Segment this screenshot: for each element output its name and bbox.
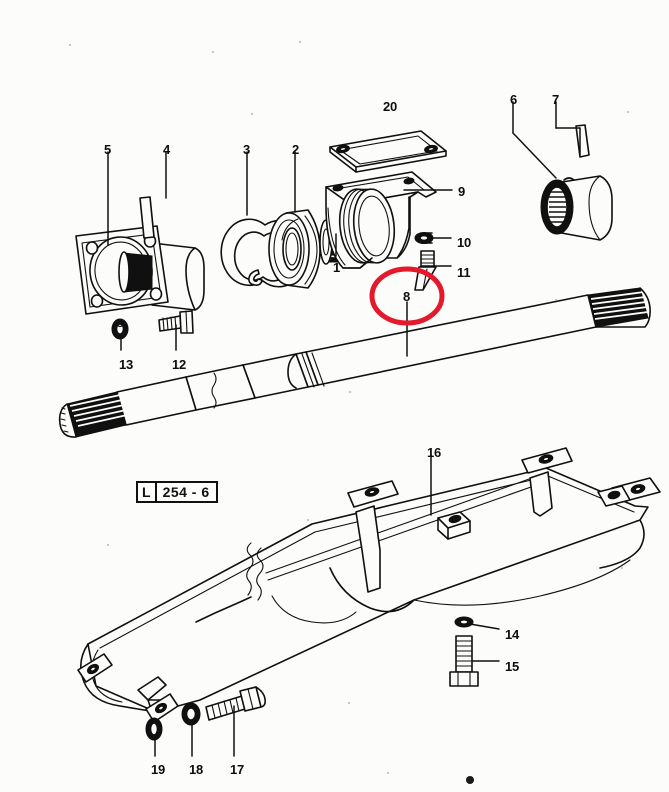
- callout-number-17: 17: [230, 762, 245, 777]
- scan-speck: [348, 390, 352, 394]
- part-17-hex-bolt: [205, 686, 266, 721]
- scan-speck: [348, 702, 350, 704]
- callout-number-3: 3: [243, 142, 251, 157]
- callout-number-15: 15: [505, 659, 520, 674]
- callout-number-5: 5: [104, 142, 112, 157]
- part-14-lock-washer: [454, 616, 474, 628]
- part-4-woodruff-key: [139, 196, 155, 239]
- leader-line-6b: [512, 132, 557, 179]
- callout-number-6: 6: [510, 92, 518, 107]
- part-13-lock-washer: [111, 318, 129, 340]
- callout-number-11: 11: [457, 265, 471, 280]
- callout-number-12: 12: [172, 357, 187, 372]
- scan-speck: [627, 111, 629, 113]
- leader-lines: [107, 101, 581, 757]
- callout-number-1: 1: [333, 260, 341, 275]
- callout-number-14: 14: [505, 627, 520, 642]
- scan-speck: [211, 50, 215, 54]
- part-8-drive-shaft: [58, 287, 651, 438]
- part-20-gasket-plate: [329, 130, 447, 173]
- callout-number-16: 16: [427, 445, 442, 460]
- scan-speck: [621, 567, 623, 569]
- callout-number-19: 19: [151, 762, 166, 777]
- part-9-bearing-support-bracket: [325, 171, 437, 269]
- callout-number-4: 4: [163, 142, 171, 157]
- scan-speck: [106, 543, 110, 547]
- callout-number-13: 13: [119, 357, 134, 372]
- part-2-ball-bearing: [268, 209, 321, 289]
- callout-number-9: 9: [458, 184, 466, 199]
- scan-speck: [251, 113, 253, 115]
- scan-ink-dot: [466, 776, 474, 784]
- scan-speck: [307, 519, 309, 521]
- scan-speck: [68, 43, 72, 47]
- scan-speck: [554, 298, 558, 302]
- leader-line-14: [469, 623, 500, 630]
- part-code-box: L 254 - 6: [136, 481, 218, 503]
- part-code-number: 254 - 6: [162, 484, 210, 500]
- callout-number-18: 18: [189, 762, 204, 777]
- part-10-lock-washer: [414, 232, 434, 244]
- callout-number-7: 7: [552, 92, 560, 107]
- part-16-shaft-shield-trough: [77, 447, 661, 723]
- callout-number-20: 20: [383, 99, 398, 114]
- part-5-flange-yoke-housing: [75, 225, 205, 315]
- part-15-hex-bolt: [449, 635, 479, 687]
- part-18-flat-washer: [181, 702, 201, 726]
- callout-number-10: 10: [457, 235, 472, 250]
- part-19-lock-washer: [145, 717, 163, 741]
- callout-number-8: 8: [403, 289, 411, 304]
- part-7-roll-pin: [575, 124, 590, 158]
- callout-number-2: 2: [292, 142, 300, 157]
- red-highlight-ellipse: [369, 266, 445, 326]
- part-code-letter: L: [138, 483, 157, 501]
- part-6-needle-bearing-cup: [540, 175, 613, 241]
- scan-speck: [386, 771, 390, 775]
- scan-speck: [299, 41, 301, 43]
